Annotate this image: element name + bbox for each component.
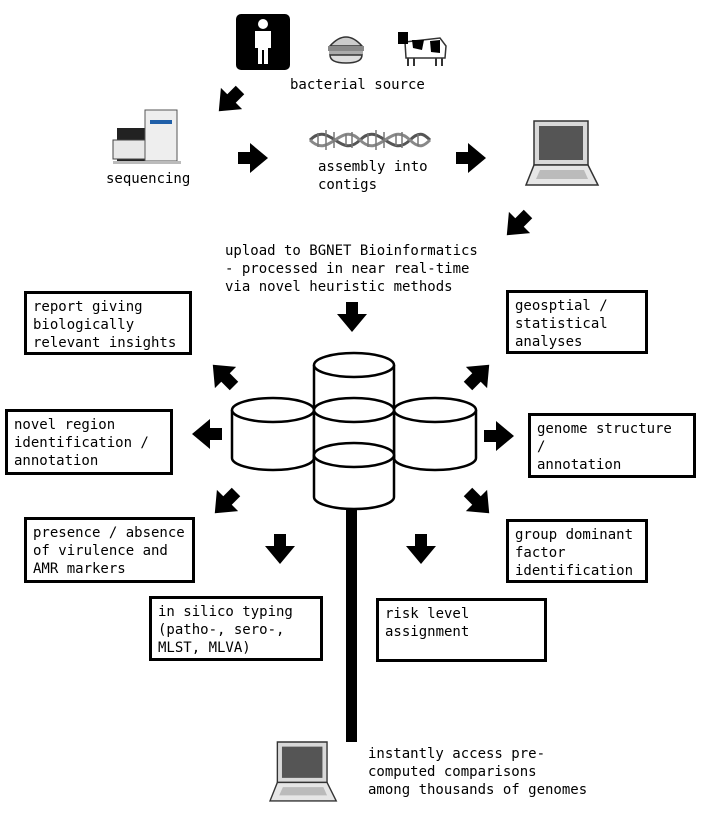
access-pipeline-bar	[346, 510, 357, 742]
bacterial-source-label: bacterial source	[290, 77, 425, 93]
laptop-icon	[525, 120, 599, 186]
geospatial-box: geosptial / statistical analyses	[506, 290, 648, 354]
cow-icon	[398, 32, 447, 66]
arrow-to-presence-absence	[204, 481, 247, 524]
arrow-laptop-to-upload	[496, 203, 539, 246]
arrow-to-novel-region	[192, 419, 222, 449]
arrow-to-in-silico	[265, 534, 295, 564]
burger-icon	[328, 36, 364, 64]
upload-label: upload to BGNET Bioinformatics - process…	[225, 243, 478, 295]
arrow-to-group-dominant	[457, 481, 500, 524]
dna-helix-icon	[308, 130, 432, 150]
sequencer-icon	[112, 109, 181, 164]
arrow-to-geospatial	[457, 354, 500, 397]
arrow-source-to-sequencing	[208, 79, 251, 122]
group-dominant-box: group dominant factor identification	[506, 519, 648, 583]
in-silico-box: in silico typing (patho-, sero-, MLST, M…	[149, 596, 323, 661]
database-icon	[230, 351, 478, 511]
risk-level-box: risk level assignment	[376, 598, 547, 662]
human-icon	[236, 14, 290, 70]
novel-region-box: novel region identification / annotation	[5, 409, 173, 475]
arrow-upload-to-database	[337, 302, 367, 332]
presence-absence-box: presence / absence of virulence and AMR …	[24, 517, 195, 583]
arrow-assembly-to-laptop	[456, 143, 486, 173]
arrow-sequencing-to-assembly	[238, 143, 268, 173]
report-box: report giving biologically relevant insi…	[24, 291, 192, 355]
genome-structure-box: genome structure / annotation	[528, 413, 696, 478]
access-label: instantly access pre- computed compariso…	[368, 746, 588, 798]
arrow-to-genome-structure	[484, 421, 514, 451]
laptop-icon	[269, 741, 337, 802]
assembly-label: assembly into contigs	[318, 159, 428, 193]
arrow-to-report	[202, 354, 245, 397]
sequencing-label: sequencing	[106, 171, 191, 187]
arrow-to-risk-level	[406, 534, 436, 564]
